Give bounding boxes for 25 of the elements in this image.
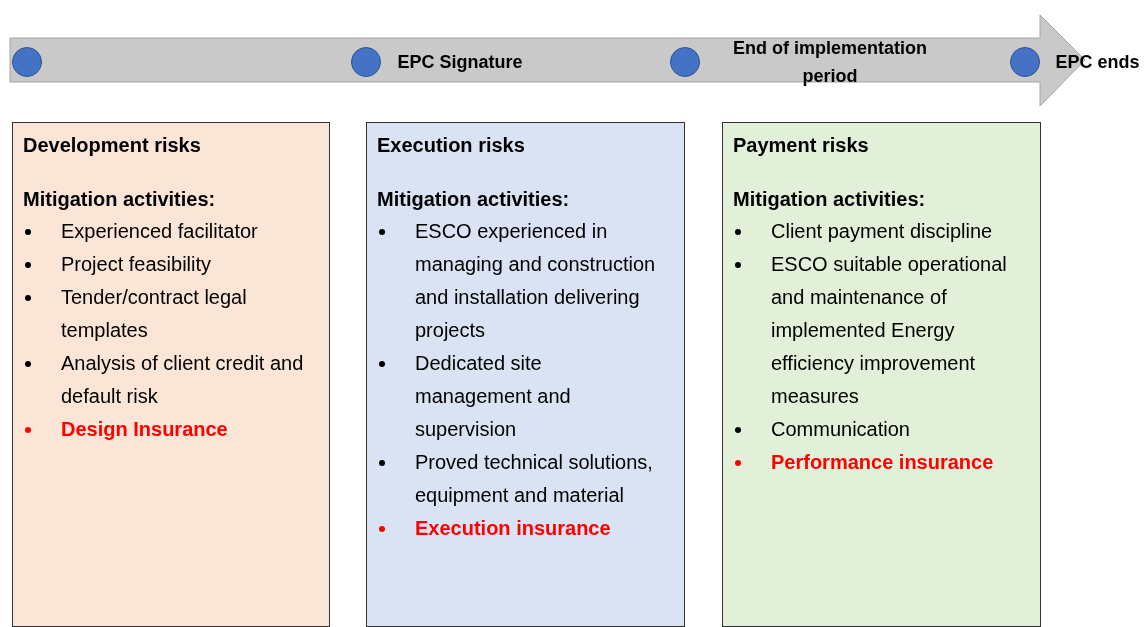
bullet-item: Tender/contract legal templates bbox=[61, 285, 248, 343]
section-heading: Mitigation activities: bbox=[377, 187, 571, 211]
section-heading: Mitigation activities: bbox=[23, 187, 217, 211]
panel-heading: Payment risks bbox=[733, 133, 870, 157]
bullet-item: Project feasibility bbox=[61, 252, 212, 277]
bullet-item: Design Insurance bbox=[61, 417, 228, 442]
section-heading: Mitigation activities: bbox=[733, 187, 927, 211]
bullet-item: Performance insurance bbox=[771, 450, 994, 475]
milestone-label: EPC Signature bbox=[396, 51, 524, 74]
bullet-item: Experienced facilitator bbox=[61, 219, 258, 244]
panel-heading: Development risks bbox=[23, 133, 202, 157]
risk-panel bbox=[12, 122, 330, 627]
bullet-item: Proved technical solutions, equipment and material bbox=[415, 450, 654, 508]
bullet-item: ESCO suitable operational and maintenance of implemented Energy efficiency improvement measures bbox=[771, 252, 1008, 409]
bullet-item: Dedicated site management and supervision bbox=[415, 351, 572, 442]
bullet-item: ESCO experienced in managing and construction and installation delivering projects bbox=[415, 219, 657, 343]
bullet-item: Analysis of client credit and default risk bbox=[61, 351, 305, 409]
bullet-item: Client payment discipline bbox=[771, 219, 993, 244]
risk-panel bbox=[722, 122, 1041, 627]
milestone-label: End of implementation period bbox=[732, 37, 928, 88]
bullet-item: Execution insurance bbox=[415, 516, 611, 541]
bullet-item: Communication bbox=[771, 417, 910, 442]
milestone-label: EPC ends bbox=[1054, 51, 1141, 74]
risk-panel bbox=[366, 122, 685, 627]
panel-heading: Execution risks bbox=[377, 133, 526, 157]
